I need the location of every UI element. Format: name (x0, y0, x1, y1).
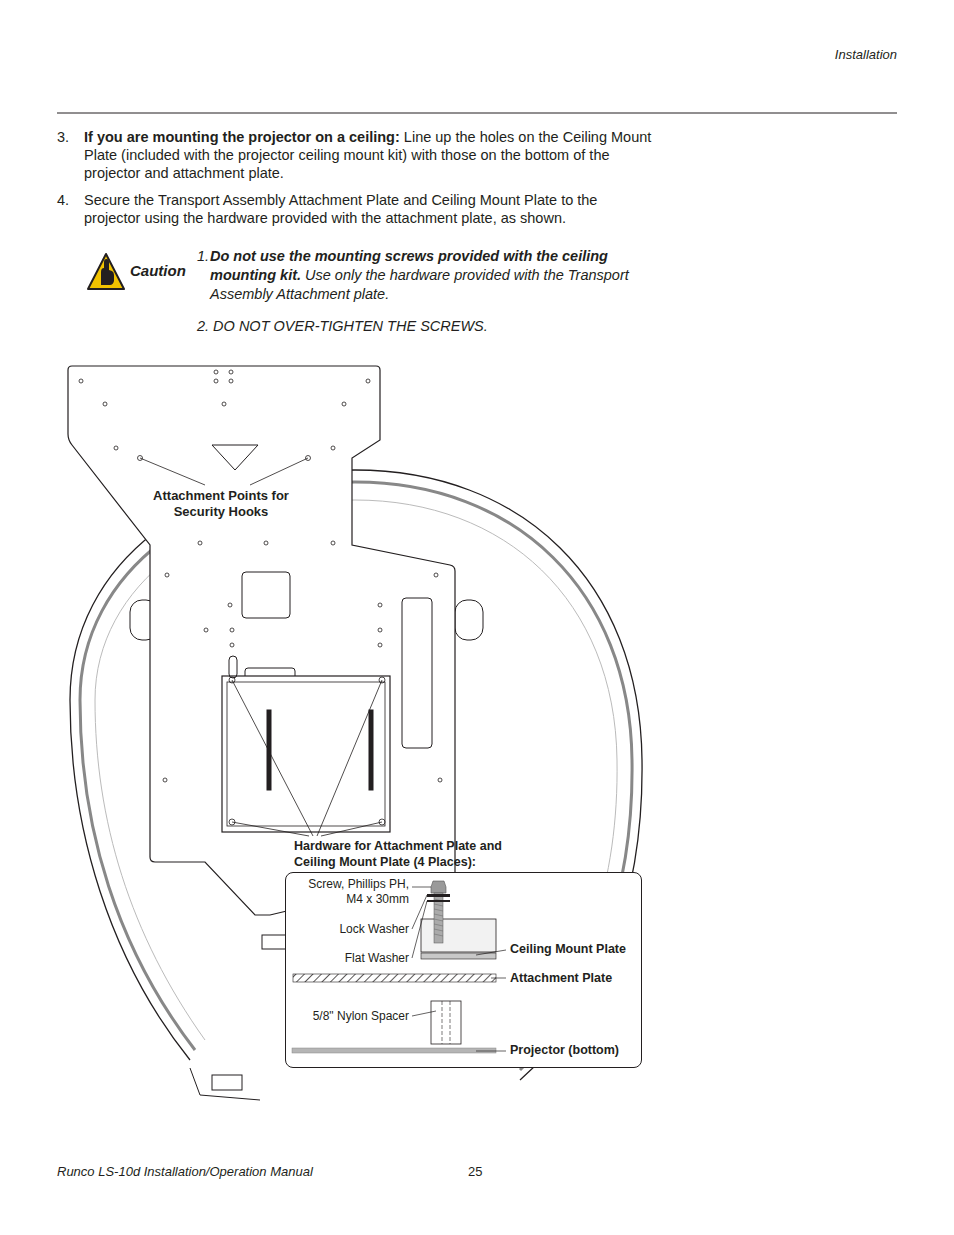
part-label: Attachment Plate (510, 971, 612, 986)
leader-lines (140, 458, 382, 836)
caution-text: 2. DO NOT OVER-TIGHTEN THE SCREWS. (197, 317, 488, 336)
step-number: 3. (57, 128, 69, 146)
step-number: 4. (57, 191, 69, 209)
part-label: Flat Washer (289, 951, 409, 966)
part-label: Screw, Phillips PH, M4 x 30mm (289, 877, 409, 907)
inset-heading: Hardware for Attachment Plate and Ceilin… (294, 838, 544, 870)
page-footer: Runco LS-10d Installation/Operation Manu… (57, 1164, 313, 1179)
attachment-plate (68, 366, 455, 915)
step-lead: If you are mounting the projector on a c… (84, 129, 400, 145)
step-text: Secure the Transport Assembly Attachment… (84, 192, 597, 226)
header-rule (57, 113, 897, 114)
caution-number: 1. (197, 247, 209, 266)
part-label: Attachment Points for Security Hooks (152, 488, 290, 520)
paragraph: If you are mounting the projector on a c… (84, 128, 656, 182)
page-number: 25 (468, 1164, 482, 1179)
caution-icon (88, 254, 124, 289)
paragraph: Do not use the mounting screws provided … (210, 247, 660, 304)
caution-label: Caution (130, 262, 186, 279)
part-label: Ceiling Mount Plate (510, 942, 626, 957)
part-label: Lock Washer (289, 922, 409, 937)
running-header: Installation (760, 47, 897, 62)
hardware-inset: Hardware for Attachment Plate and Ceilin… (285, 872, 642, 1068)
part-label: 5/8" Nylon Spacer (289, 1009, 409, 1024)
paragraph: Secure the Transport Assembly Attachment… (84, 191, 656, 227)
part-label: Projector (bottom) (510, 1043, 619, 1058)
